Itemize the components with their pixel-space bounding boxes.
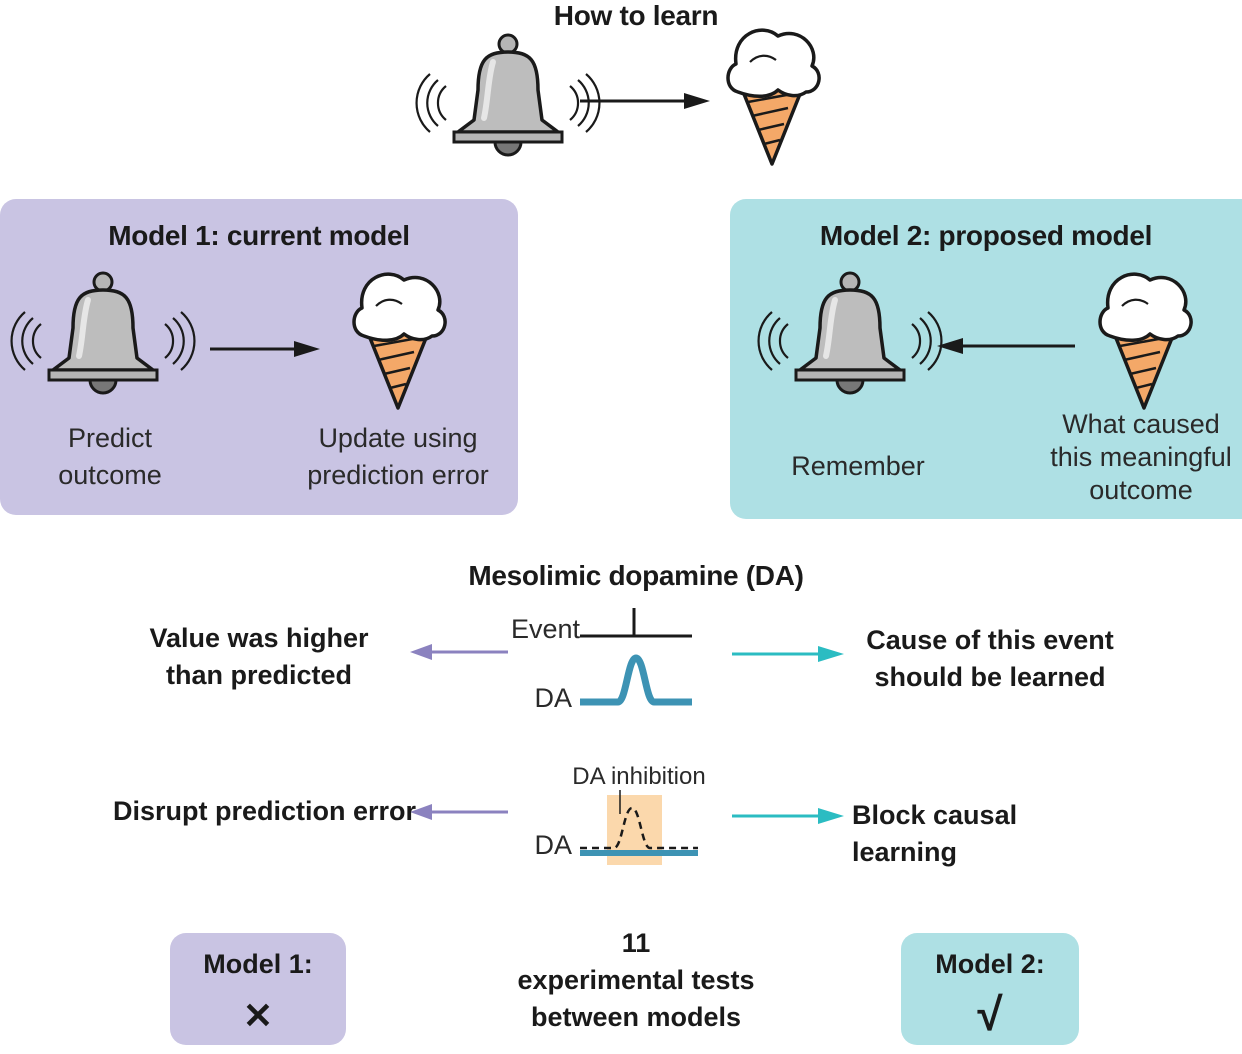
value-higher-text: Value was higher than predicted [149,623,369,690]
ice-cream-icon [726,28,821,166]
page-title: How to learn [553,0,719,31]
arrow-icon [210,341,320,357]
bell-icon [508,100,509,101]
dopamine-peak-trace [580,654,692,706]
event-trace [580,608,692,638]
left-arrow-icon [410,644,508,660]
predict-outcome-label: Predict outcome [58,423,162,490]
arrow-icon [580,93,710,109]
bell-icon [850,338,851,339]
ice-cream-icon [352,272,447,410]
da-label-inhibited: DA [534,830,572,860]
remember-label: Remember [791,451,925,481]
what-caused-label: What caused this meaningful outcome [1050,409,1232,505]
dopamine-title: Mesolimic dopamine (DA) [468,560,804,591]
update-prediction-error-label: Update using prediction error [307,423,489,490]
left-arrow-icon [410,804,508,820]
right-arrow-icon [732,808,844,824]
da-inhibition-label: DA inhibition [572,763,706,790]
cause-learned-text: Cause of this event should be learned [866,625,1114,692]
disrupt-prediction-error-text: Disrupt prediction error [112,796,416,826]
model1-verdict-box [170,933,346,1045]
bell-icon [103,338,104,339]
model2-verdict-title: Model 2: [935,949,1045,979]
right-arrow-icon [732,646,844,662]
check-mark-icon: √ [977,988,1003,1040]
block-causal-learning-text: Block causal learning [852,800,1018,867]
cross-mark-icon: ✕ [242,995,274,1036]
da-label: DA [534,683,572,713]
inhibited-trace [580,790,698,856]
experimental-tests-text: 11 experimental tests between models [517,928,755,1032]
model2-verdict-box [901,933,1079,1045]
model1-verdict-title: Model 1: [203,949,313,979]
event-label: Event [510,614,580,644]
model2-title: Model 2: proposed model [819,220,1153,251]
model1-title: Model 1: current model [108,220,410,251]
arrow-icon [937,338,1075,354]
ice-cream-icon [1098,272,1193,410]
